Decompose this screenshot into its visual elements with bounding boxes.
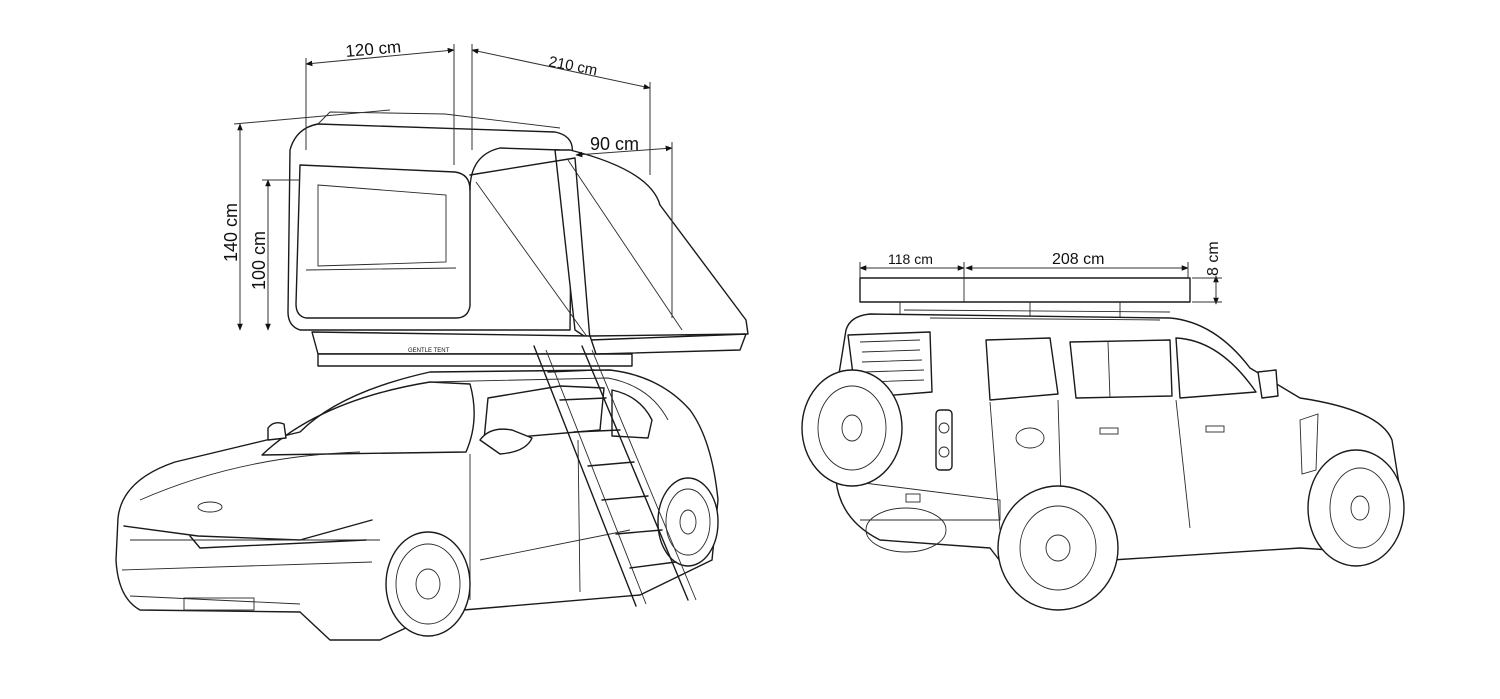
brand-label: GENTLE TENT bbox=[408, 348, 450, 354]
dim-length: 210 cm bbox=[547, 53, 599, 79]
suv-front-wheel bbox=[1307, 449, 1405, 567]
dim-closed-tent-height: 8 cm bbox=[1205, 241, 1222, 276]
dim-closed-width: 120 cm bbox=[345, 37, 402, 61]
dim-overhang: 90 cm bbox=[590, 134, 639, 154]
crossover-car bbox=[115, 369, 719, 641]
dim-closed-height: 100 cm bbox=[249, 231, 269, 290]
dim-open-height: 140 cm bbox=[221, 203, 241, 262]
dim-closed-tent-length: 208 cm bbox=[1052, 251, 1104, 268]
closed-tent-illustration: 118 cm 208 cm 8 cm bbox=[801, 241, 1405, 611]
open-tent-illustration: GENTLE TENT bbox=[115, 37, 749, 641]
dim-closed-tent-width: 118 cm bbox=[888, 251, 933, 267]
rooftop-tent-open: GENTLE TENT bbox=[287, 111, 749, 367]
tent-ladder bbox=[533, 345, 697, 607]
suv-rear-wheel bbox=[997, 485, 1119, 611]
closed-tent-dimensions: 118 cm 208 cm 8 cm bbox=[859, 241, 1222, 305]
front-wheel bbox=[385, 531, 471, 637]
offroad-suv bbox=[801, 309, 1405, 611]
spare-tire bbox=[801, 369, 903, 487]
rear-wheel bbox=[657, 477, 719, 567]
